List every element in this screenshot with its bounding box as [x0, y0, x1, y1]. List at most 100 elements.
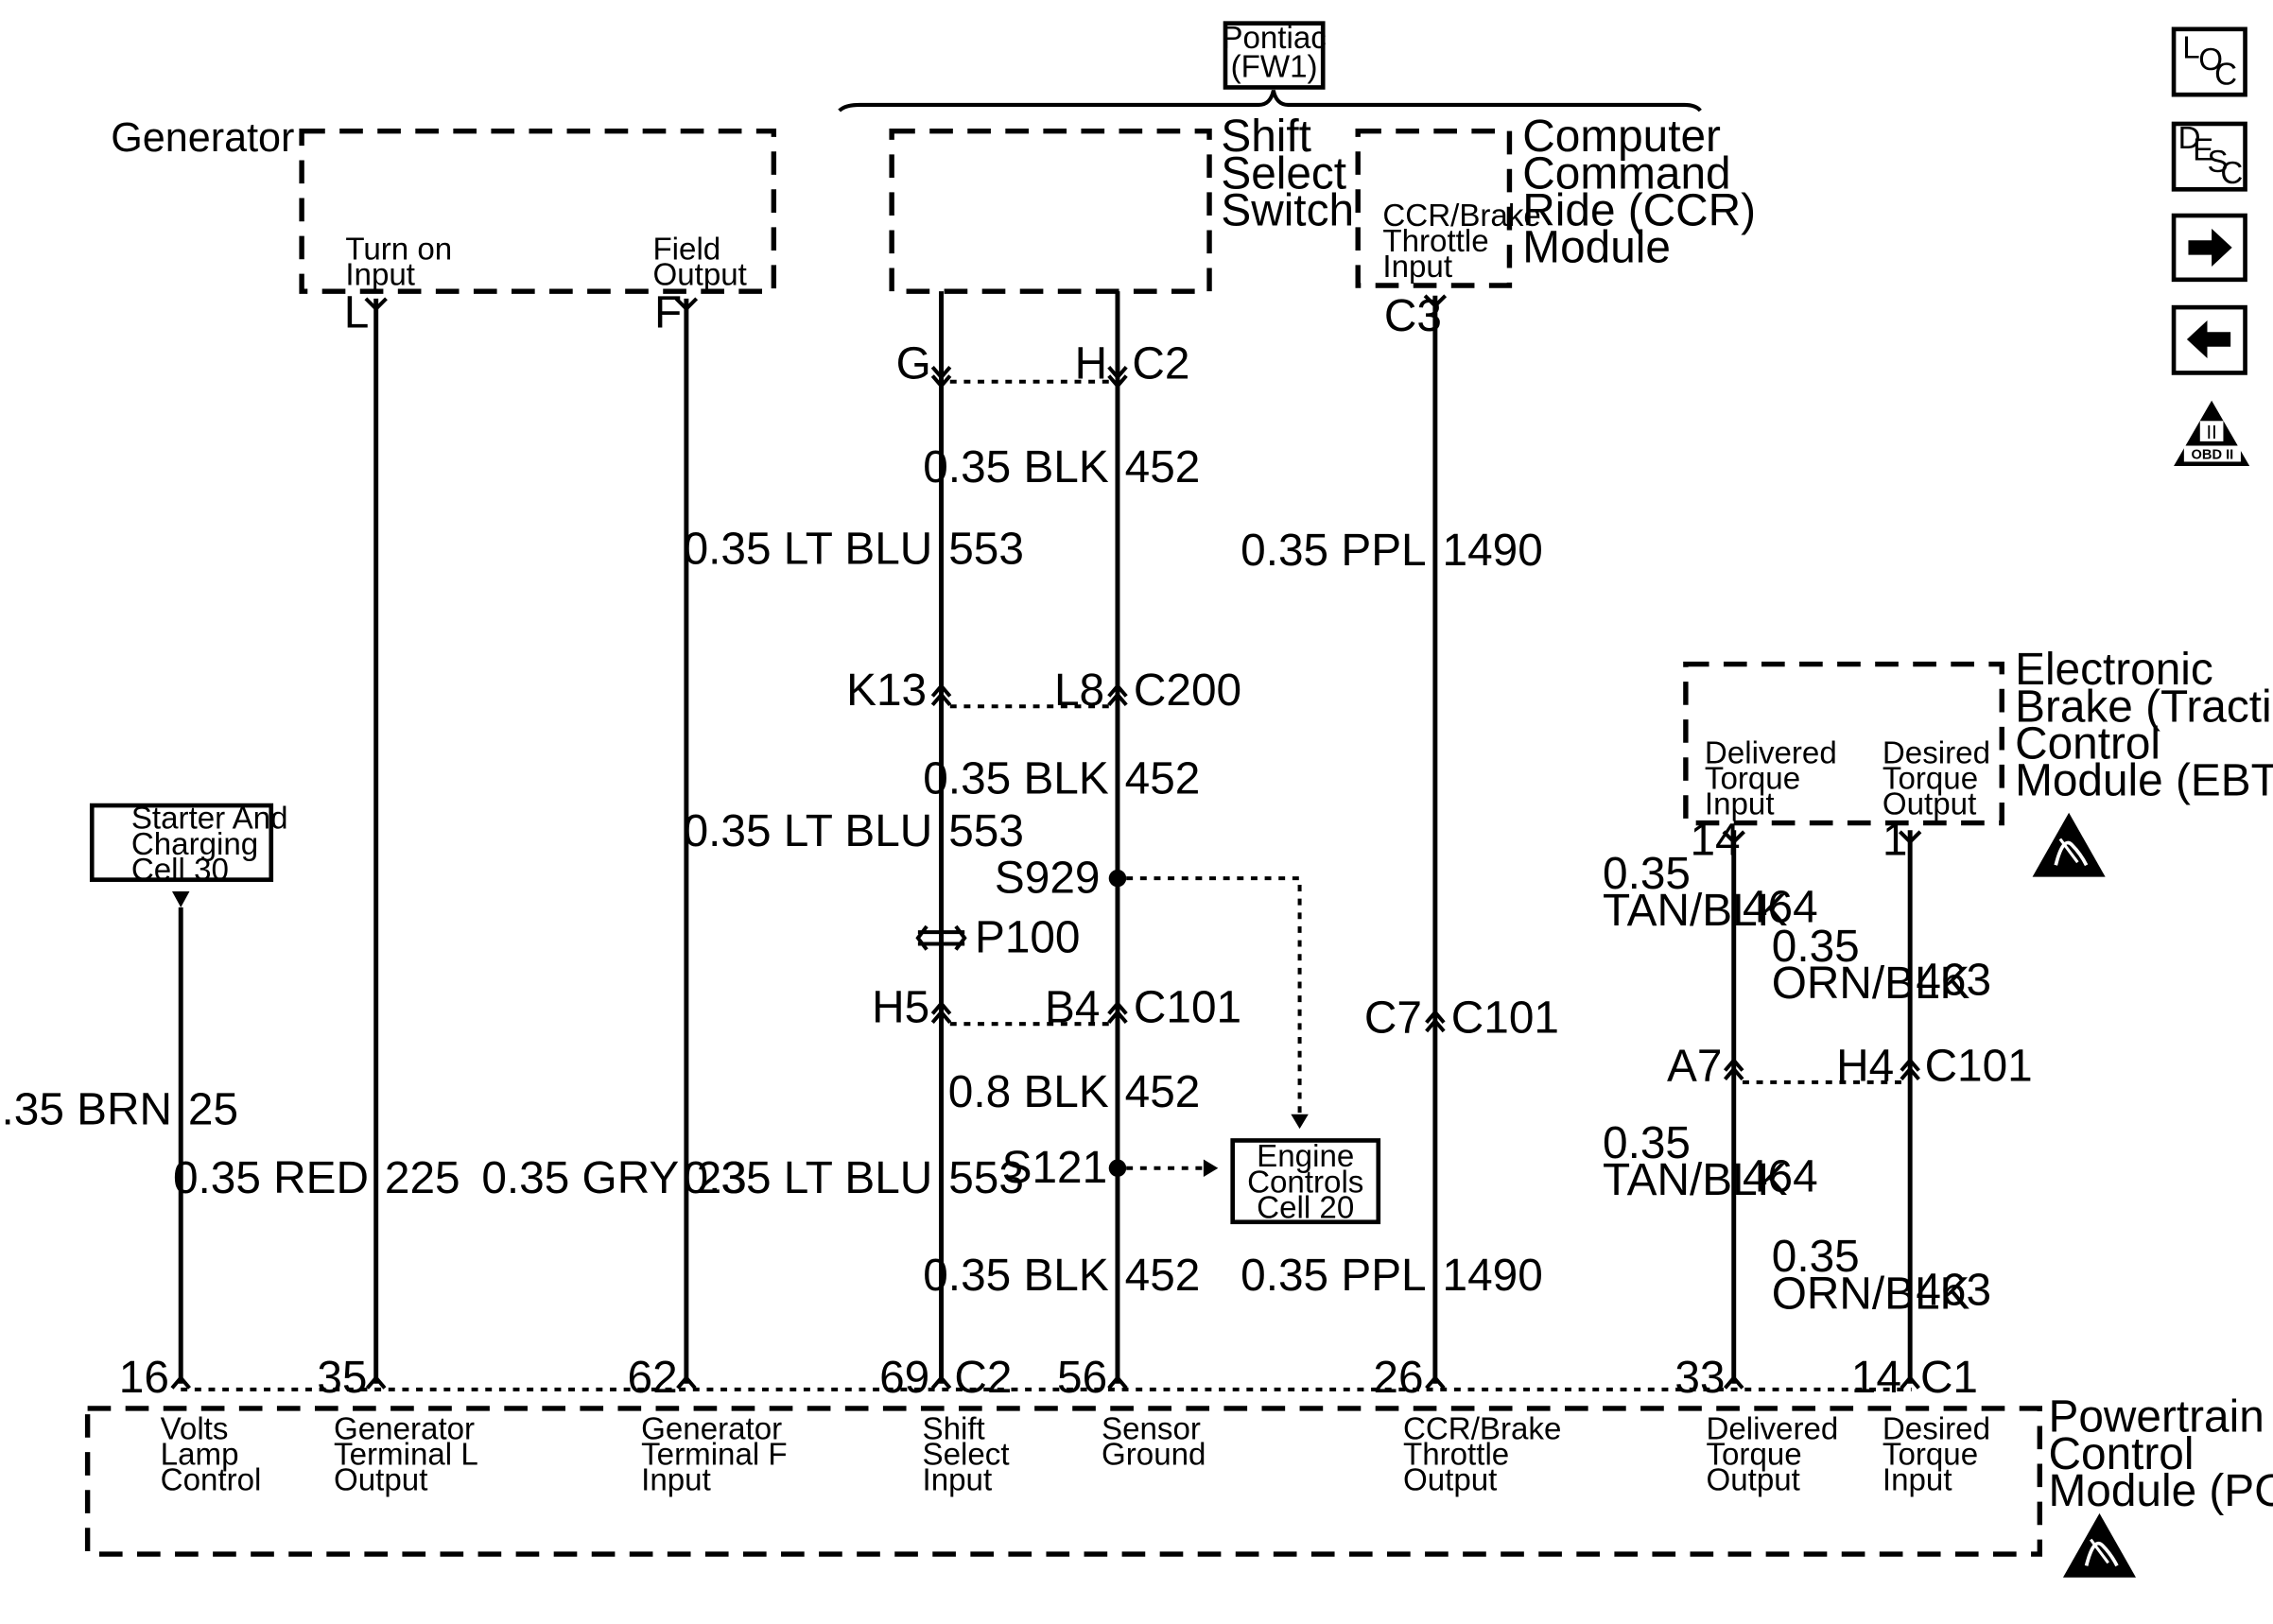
terminal-ccr-c3 [1423, 294, 1448, 309]
loc-icon-o: O [2198, 43, 2223, 78]
wire-label-blk4-gauge: 0.35 BLK [923, 1251, 1109, 1301]
location-button[interactable]: L O C [2171, 26, 2247, 97]
wire-label-red-gauge: 0.35 RED [173, 1153, 369, 1203]
wire-label-ppl1-gauge: 0.35 PPL [1241, 526, 1426, 576]
wire-label-blk3-circuit: 452 [1125, 1067, 1201, 1117]
desc-icon-c: C [2220, 156, 2243, 191]
wire-label-orn1-circuit: 463 [1916, 955, 1991, 1005]
pontiac-brace [838, 90, 1702, 112]
label-c2: C2 [1132, 339, 1189, 389]
pcm-pin-num-69: 69 [879, 1353, 929, 1403]
connector-k13 [930, 682, 952, 707]
label-g: G [896, 339, 931, 389]
ccr-box [1355, 128, 1513, 288]
pontiac-box [1223, 21, 1326, 90]
label-c7: C7 [1364, 993, 1422, 1043]
wire-label-red-circuit: 225 [385, 1153, 460, 1203]
shift-switch-box [889, 128, 1212, 294]
previous-page-button[interactable] [2171, 304, 2247, 375]
ebtcm-cavity-1: 1 [1883, 815, 1908, 865]
label-h4: H4 [1836, 1041, 1894, 1091]
pontiac-name: Pontiac [1222, 21, 1326, 56]
generator-cavity-f: F [654, 288, 682, 338]
generator-box [299, 128, 777, 294]
label-b4: B4 [1045, 983, 1100, 1033]
wire-label-ltblu1-circuit: 553 [948, 524, 1024, 574]
terminal-generator-l [364, 297, 388, 312]
pcm-pin-num-35: 35 [317, 1353, 367, 1403]
label-c101-ebtcm: C101 [1925, 1041, 2033, 1091]
wire-label-brn-circuit: 25 [188, 1085, 238, 1135]
wire-label-ppl2-gauge: 0.35 PPL [1241, 1251, 1426, 1301]
connector-c7 [1425, 1009, 1446, 1033]
wire-label-gry-gauge: 0.35 GRY [481, 1153, 679, 1203]
wire-label-tan2-circuit: 464 [1743, 1151, 1818, 1201]
label-h: H [1075, 339, 1107, 389]
label-a7: A7 [1667, 1041, 1722, 1091]
wire-labels: 0.35 BRN 25 0.35 RED 225 0.35 GRY 23 0.3… [0, 442, 1991, 1319]
pcm-pin-num-33: 33 [1674, 1353, 1725, 1403]
nav-icons: L O C D E S C II OBD II [2171, 26, 2250, 467]
loc-icon-l: L [2182, 31, 2199, 66]
wire-label-gry-circuit: 23 [697, 1153, 747, 1203]
s929-reference-line [1126, 876, 1302, 1114]
desc-icon-e: E [2193, 132, 2213, 167]
wire-label-blk3-gauge: 0.8 BLK [948, 1067, 1109, 1117]
wire-label-ppl2-circuit: 1490 [1443, 1251, 1543, 1301]
connector-h [1107, 365, 1128, 389]
starter-ref-box [89, 803, 274, 882]
label-s121: S121 [1002, 1143, 1108, 1193]
pontiac-header: Pontiac (FW1) [838, 21, 1702, 112]
pcm-connector-c1: C1 [1920, 1353, 1978, 1403]
ccr-cavity: C3 [1384, 291, 1442, 341]
wire-label-blk1-gauge: 0.35 BLK [923, 442, 1109, 492]
next-page-button[interactable] [2171, 213, 2247, 283]
wire-label-ltblu1-gauge: 0.35 LT BLU [684, 524, 933, 574]
arrow-left-icon [2186, 320, 2231, 359]
pcm-pin-num-16: 16 [119, 1353, 169, 1403]
arrow-right-icon [2188, 228, 2232, 267]
terminal-ebtcm-1 [1898, 830, 1922, 845]
connector-b4 [1107, 1000, 1128, 1024]
label-c101-ccr: C101 [1451, 993, 1559, 1043]
connector-symbols [170, 294, 1922, 1390]
label-p100: P100 [975, 913, 1081, 963]
label-c200: C200 [1134, 665, 1241, 716]
generator-title: Generator [111, 115, 294, 161]
pontiac-code: (FW1) [1231, 50, 1318, 85]
engine-ref-box [1230, 1138, 1381, 1225]
connector-h5 [930, 1000, 952, 1024]
description-button[interactable]: D E S C [2171, 121, 2247, 192]
wire-label-ltblu2-gauge: 0.35 LT BLU [684, 806, 933, 856]
wire-label-ppl1-circuit: 1490 [1443, 526, 1543, 576]
pcm-pin-num-56: 56 [1057, 1353, 1107, 1403]
obd-ii-label: OBD II [2192, 447, 2234, 462]
splice-s121 [1108, 1159, 1127, 1177]
generator-cavity-l: L [344, 288, 370, 338]
terminal-generator-f [674, 297, 699, 312]
esd-warning-icon [2032, 812, 2106, 877]
obd-ii-button[interactable]: II OBD II [2174, 400, 2250, 467]
label-s929: S929 [995, 854, 1101, 904]
wire-label-blk4-circuit: 452 [1125, 1251, 1201, 1301]
